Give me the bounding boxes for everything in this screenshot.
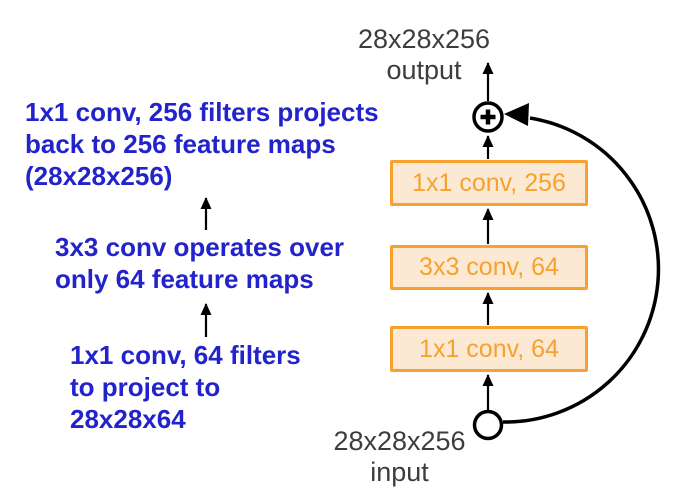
annotation-line: 1x1 conv, 256 filters projects <box>25 97 379 127</box>
output-dims: 28x28x256 <box>357 24 491 54</box>
plus-icon <box>472 101 504 133</box>
conv-box-label: 1x1 conv, 256 <box>412 168 566 197</box>
annotation-line: (28x28x256) <box>25 161 173 191</box>
output-label: 28x28x256 output <box>339 24 509 86</box>
annotation-line: 28x28x64 <box>70 404 186 434</box>
input-dims: 28x28x256 <box>333 426 466 456</box>
output-text: output <box>386 55 462 85</box>
annotation-line: only 64 feature maps <box>55 264 314 294</box>
input-node-icon <box>472 409 504 441</box>
conv-box-label: 1x1 conv, 64 <box>419 334 559 363</box>
annotation-1x1-256: 1x1 conv, 256 filters projects back to 2… <box>25 96 379 192</box>
annotation-line: 1x1 conv, 64 filters <box>70 340 301 370</box>
conv-box-1x1-256: 1x1 conv, 256 <box>390 160 588 206</box>
input-text: input <box>370 457 429 487</box>
annotation-line: back to 256 feature maps <box>25 129 336 159</box>
annotation-line: to project to <box>70 372 221 402</box>
annotation-line: 3x3 conv operates over <box>55 232 345 262</box>
conv-box-1x1-64: 1x1 conv, 64 <box>390 326 588 372</box>
conv-box-label: 3x3 conv, 64 <box>419 253 559 281</box>
annotation-3x3-64: 3x3 conv operates over only 64 feature m… <box>55 231 344 295</box>
conv-box-3x3-64: 3x3 conv, 64 <box>390 245 588 290</box>
input-label: 28x28x256 input <box>314 426 485 488</box>
annotation-1x1-64: 1x1 conv, 64 filters to project to 28x28… <box>70 339 301 435</box>
skip-connection-curve <box>502 103 661 424</box>
